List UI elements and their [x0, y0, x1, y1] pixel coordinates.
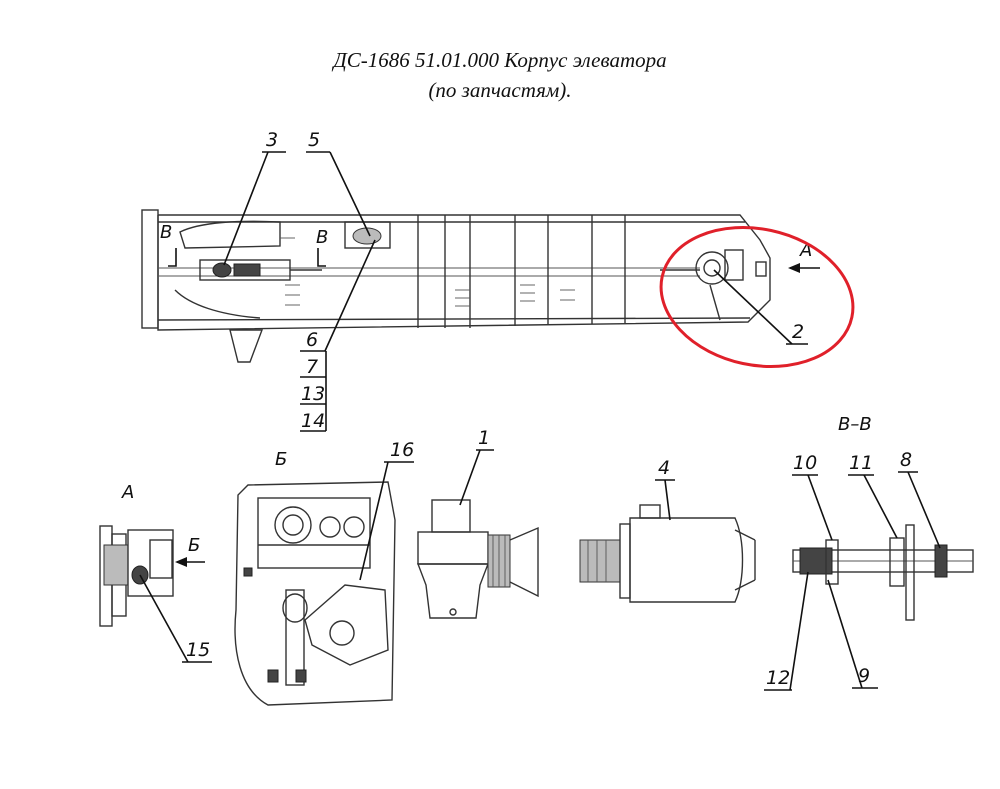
callout-16-label: 16 — [390, 439, 414, 461]
view-b: Б 16 — [234, 439, 414, 706]
callout-9-label: 9 — [858, 665, 870, 687]
highlight-ellipse — [659, 225, 855, 369]
callout-1-label: 1 — [478, 427, 490, 449]
part-1-reducer: 1 — [416, 427, 539, 619]
view-a-label: А — [121, 482, 134, 503]
callout-5: 5 — [306, 129, 371, 237]
callout-14-label: 14 — [301, 410, 325, 432]
callout-15-label: 15 — [186, 639, 210, 661]
callout-4-label: 4 — [658, 457, 670, 479]
view-b-arrow-label: Б — [188, 535, 200, 556]
elevator-body — [141, 209, 771, 363]
section-mark-right: В — [316, 227, 328, 248]
callout-13-label: 13 — [301, 383, 325, 405]
callout-6-label: 6 — [306, 329, 318, 351]
callout-stack-6-14: 6 7 13 14 — [300, 239, 376, 432]
drawing-subtitle: (по запчастям). — [428, 78, 572, 102]
part-4-motor: 4 — [579, 457, 756, 603]
callout-2-label: 2 — [792, 321, 804, 343]
callout-3-label: 3 — [266, 129, 278, 151]
callout-2: 2 — [713, 269, 808, 345]
section-bb: В–В 10 11 8 12 9 — [764, 414, 974, 691]
callout-5-label: 5 — [308, 129, 320, 151]
section-mark-left: В — [160, 222, 172, 243]
callout-3: 3 — [223, 129, 286, 266]
view-b-label: Б — [275, 449, 287, 470]
drawing-title: ДС-1686 51.01.000 Корпус элеватора — [333, 48, 667, 72]
callout-10-label: 10 — [793, 452, 817, 474]
callout-8-label: 8 — [900, 449, 912, 471]
section-marks: В В — [160, 222, 328, 267]
callout-7-label: 7 — [306, 356, 318, 378]
section-bb-label: В–В — [838, 414, 872, 435]
callout-11-label: 11 — [849, 452, 873, 474]
view-arrow-a: А — [788, 240, 820, 273]
view-a: А Б 15 — [99, 482, 212, 663]
callout-12-label: 12 — [766, 667, 790, 689]
